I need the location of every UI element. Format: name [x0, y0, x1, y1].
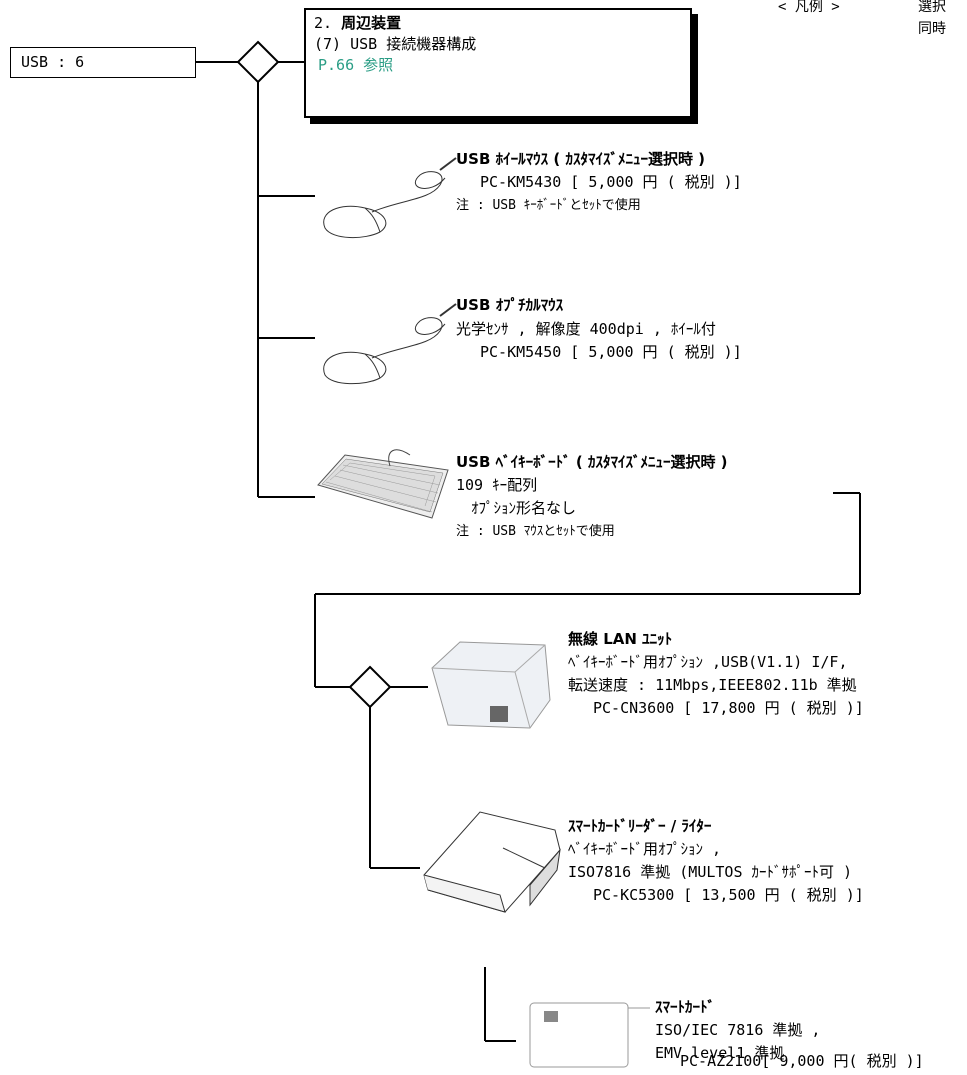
- optical-mouse-spec: 光学ｾﾝｻ , 解像度 400dpi , ﾎｲｰﾙ付: [456, 320, 716, 338]
- smart-card-emv: EMV level1 準拠: [655, 1044, 785, 1062]
- smart-card-model: PC-AZ2100[ 9,000 円( 税別 )]: [680, 1052, 924, 1070]
- ref-title: 周辺装置: [341, 14, 402, 32]
- optical-mouse-image: [323, 303, 457, 385]
- keyboard-option: ｵﾌﾟｼｮﾝ形名なし: [471, 499, 577, 517]
- wireless-lan-name: 無線 LAN ﾕﾆｯﾄ: [568, 630, 673, 648]
- legend-title: < 凡例 >: [778, 0, 840, 15]
- wheel-mouse-note: 注 : USB ｷｰﾎﾞｰﾄﾞとｾｯﾄで使用: [456, 198, 641, 213]
- optical-mouse-model: PC-KM5450 [ 5,000 円 ( 税別 )]: [480, 343, 742, 361]
- smart-card-standard: ISO/IEC 7816 準拠 ,: [655, 1021, 821, 1039]
- usb-root-box: USB : 6: [10, 47, 196, 78]
- ref-page-link[interactable]: P.66 参照: [318, 56, 394, 74]
- keyboard-layout: 109 ｷｰ配列: [456, 476, 538, 494]
- optical-mouse-name: USB ｵﾌﾟﾁｶﾙﾏｳｽ: [456, 296, 564, 314]
- branch-diamond-bottom: [348, 665, 392, 709]
- ref-title-num: 2.: [314, 14, 333, 32]
- wireless-lan-speed: 転送速度 : 11Mbps,IEEE802.11b 準拠: [568, 676, 857, 694]
- usb-root-label: USB : 6: [21, 53, 85, 71]
- wireless-lan-model: PC-CN3600 [ 17,800 円 ( 税別 )]: [593, 699, 864, 717]
- smart-card-image: [529, 1002, 650, 1068]
- reference-box: 2. 周辺装置 (7) USB 接続機器構成 P.66 参照: [304, 8, 692, 118]
- ref-subtitle: (7) USB 接続機器構成: [314, 35, 477, 53]
- legend-select: 選択: [918, 0, 946, 15]
- smart-card-name: ｽﾏｰﾄｶｰﾄﾞ: [655, 998, 716, 1016]
- wheel-mouse-name: USB ﾎｲｰﾙﾏｳｽ ( ｶｽﾀﾏｲｽﾞﾒﾆｭｰ選択時 ): [456, 150, 706, 168]
- wireless-lan-option: ﾍﾞｲｷｰﾎﾞｰﾄﾞ用ｵﾌﾟｼｮﾝ ,USB(V1.1) I/F,: [568, 653, 848, 671]
- keyboard-name: USB ﾍﾞｲｷｰﾎﾞｰﾄﾞ ( ｶｽﾀﾏｲｽﾞﾒﾆｭｰ選択時 ): [456, 453, 728, 471]
- legend-simultaneous: 同時: [918, 21, 946, 37]
- keyboard-note: 注 : USB ﾏｳｽとｾｯﾄで使用: [456, 524, 615, 539]
- wheel-mouse-model: PC-KM5430 [ 5,000 円 ( 税別 )]: [480, 173, 742, 191]
- wheel-mouse-image: [323, 157, 457, 238]
- card-reader-standard: ISO7816 準拠 (MULTOS ｶｰﾄﾞｻﾎﾟｰﾄ可 ): [568, 863, 853, 881]
- wireless-lan-unit-image: [431, 641, 551, 729]
- smart-card-reader-image: [423, 811, 561, 913]
- card-reader-option: ﾍﾞｲｷｰﾎﾞｰﾄﾞ用ｵﾌﾟｼｮﾝ ,: [568, 840, 722, 858]
- card-reader-name: ｽﾏｰﾄｶｰﾄﾞﾘｰﾀﾞｰ / ﾗｲﾀｰ: [568, 817, 712, 835]
- card-reader-model: PC-KC5300 [ 13,500 円 ( 税別 )]: [593, 886, 864, 904]
- branch-diamond-top: [236, 40, 280, 84]
- keyboard-image: [317, 449, 449, 519]
